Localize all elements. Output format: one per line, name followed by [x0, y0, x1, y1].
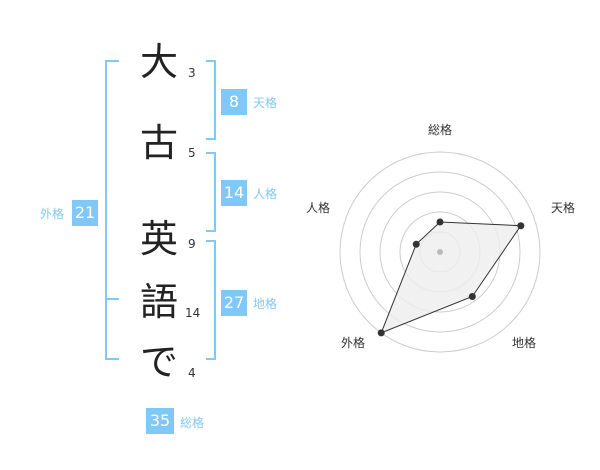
tenkaku-label: 天格: [253, 96, 278, 110]
stroke-count-3: 9: [188, 237, 196, 251]
radar-point-gaikaku: [377, 329, 385, 337]
radar-ring-4: [359, 171, 521, 333]
radar-grid: [339, 151, 541, 353]
stroke-count-1: 3: [188, 66, 196, 80]
gaikaku-bracket-tick: [105, 298, 119, 300]
radar-point-jinkaku: [412, 240, 420, 248]
jinkaku-value: 14: [221, 180, 247, 206]
soukaku-value: 35: [146, 408, 174, 434]
radar-label-jinkaku: 人格: [306, 200, 330, 215]
chikaku-label: 地格: [253, 297, 278, 311]
radar-ring-5: [339, 151, 541, 353]
stroke-count-4: 14: [185, 306, 201, 320]
chikaku-bracket: [206, 240, 216, 360]
radar-center-dot: [437, 249, 443, 255]
tenkaku-value: 8: [221, 89, 247, 115]
name-char-5: で: [139, 340, 178, 384]
name-char-1: 大: [139, 40, 178, 84]
name-char-2: 古: [139, 121, 178, 165]
gaikaku-bracket: [105, 60, 119, 360]
name-char-3: 英: [139, 217, 178, 261]
tenkaku-bracket: [206, 60, 216, 140]
radar-label-tenkaku: 天格: [551, 200, 575, 215]
radar-point-tenkaku: [517, 222, 525, 230]
radar-point-soukaku: [436, 218, 444, 226]
radar-area: [380, 221, 522, 334]
chikaku-value: 27: [221, 290, 247, 316]
radar-label-gaikaku: 外格: [341, 335, 365, 350]
stroke-count-5: 4: [188, 366, 196, 380]
radar-dots: [377, 218, 525, 337]
gaikaku-label: 外格: [40, 207, 65, 221]
gaikaku-value: 21: [72, 200, 98, 226]
radar-label-soukaku: 総格: [428, 122, 452, 137]
name-char-4: 語: [139, 280, 178, 324]
stroke-count-2: 5: [188, 146, 196, 160]
radar-point-chikaku: [468, 292, 476, 300]
radar-label-chikaku: 地格: [512, 335, 536, 350]
jinkaku-label: 人格: [253, 187, 278, 201]
jinkaku-bracket: [206, 152, 216, 232]
soukaku-label: 総格: [180, 416, 205, 430]
